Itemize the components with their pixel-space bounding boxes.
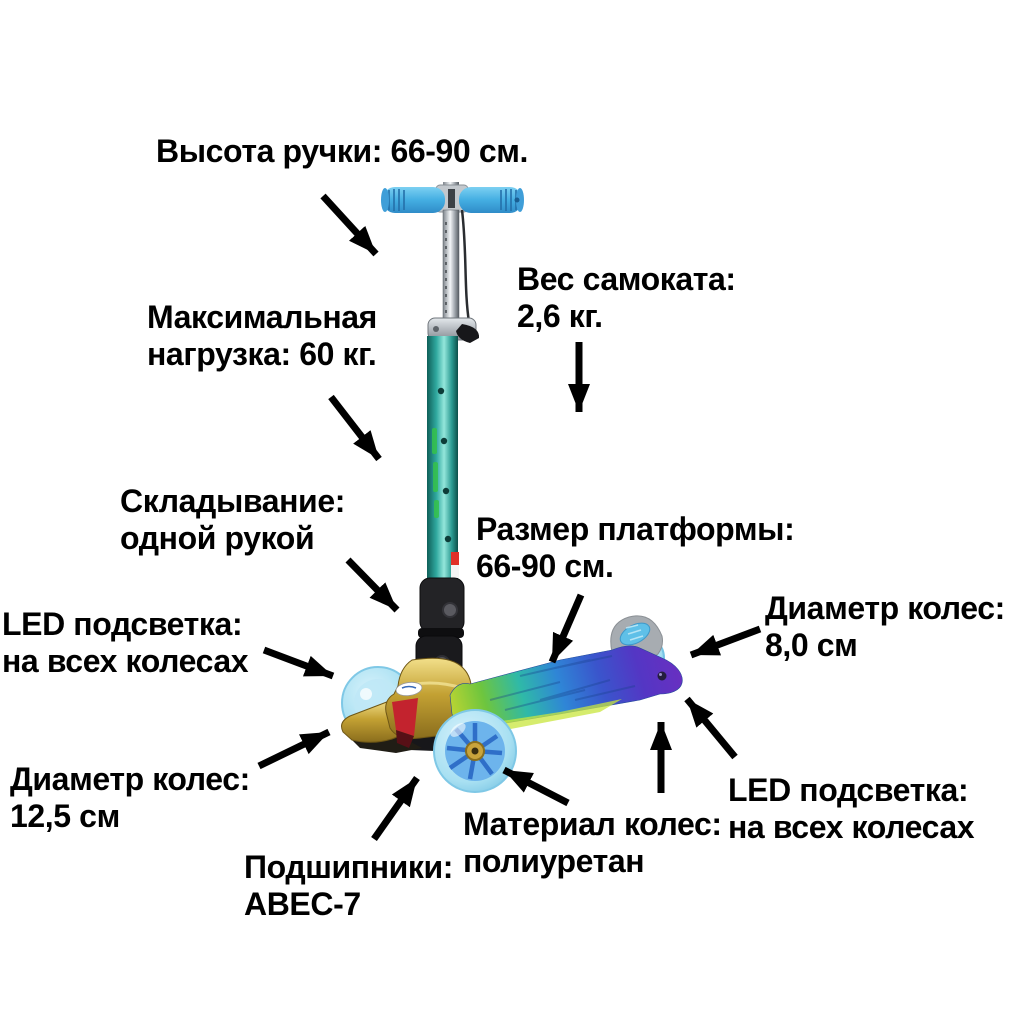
label-led-rear: LED подсветка: на всех колесах xyxy=(728,772,975,845)
stem-sticker xyxy=(451,552,459,565)
arrow-rear-wheel-diameter xyxy=(689,625,762,659)
arrow-max-load xyxy=(328,394,382,462)
label-handle-height: Высота ручки: 66-90 см. xyxy=(156,133,528,169)
front-right-wheel xyxy=(433,709,517,793)
arrow-handle-height xyxy=(320,193,379,257)
label-wheel-material: Материал колес: полиуретан xyxy=(463,806,722,879)
brake-cable xyxy=(460,209,471,323)
label-bearings: Подшипники: ABEC-7 xyxy=(244,849,454,922)
clamp-lever xyxy=(456,324,480,343)
deck xyxy=(449,645,683,731)
label-rear-wheel-diameter: Диаметр колес: 8,0 см xyxy=(765,590,1005,663)
deck-grip-pattern xyxy=(489,655,636,711)
stem-lower xyxy=(427,336,459,582)
arrow-front-wheel-diameter xyxy=(257,728,331,770)
steering-block-red xyxy=(392,698,418,748)
arrow-platform-size xyxy=(548,593,585,664)
arrow-led-front xyxy=(262,646,335,680)
stem-brand-marks xyxy=(432,428,439,518)
label-led-front: LED подсветка: на всех колесах xyxy=(2,606,249,679)
label-folding: Складывание: одной рукой xyxy=(120,483,345,556)
arrow-folding xyxy=(345,557,400,613)
label-scooter-weight: Вес самоката: 2,6 кг. xyxy=(517,261,736,334)
label-platform-size: Размер платформы: 66-90 см. xyxy=(476,511,795,584)
height-clamp xyxy=(427,317,480,343)
label-max-load: Максимальная нагрузка: 60 кг. xyxy=(147,299,377,372)
arrow-wheel-material xyxy=(502,766,570,807)
label-front-wheel-diameter: Диаметр колес: 12,5 см xyxy=(10,761,250,834)
arrow-led-rear xyxy=(684,696,738,760)
arrow-bearings xyxy=(371,775,420,842)
stem-upper xyxy=(442,209,471,323)
brand-sticker xyxy=(395,681,423,697)
